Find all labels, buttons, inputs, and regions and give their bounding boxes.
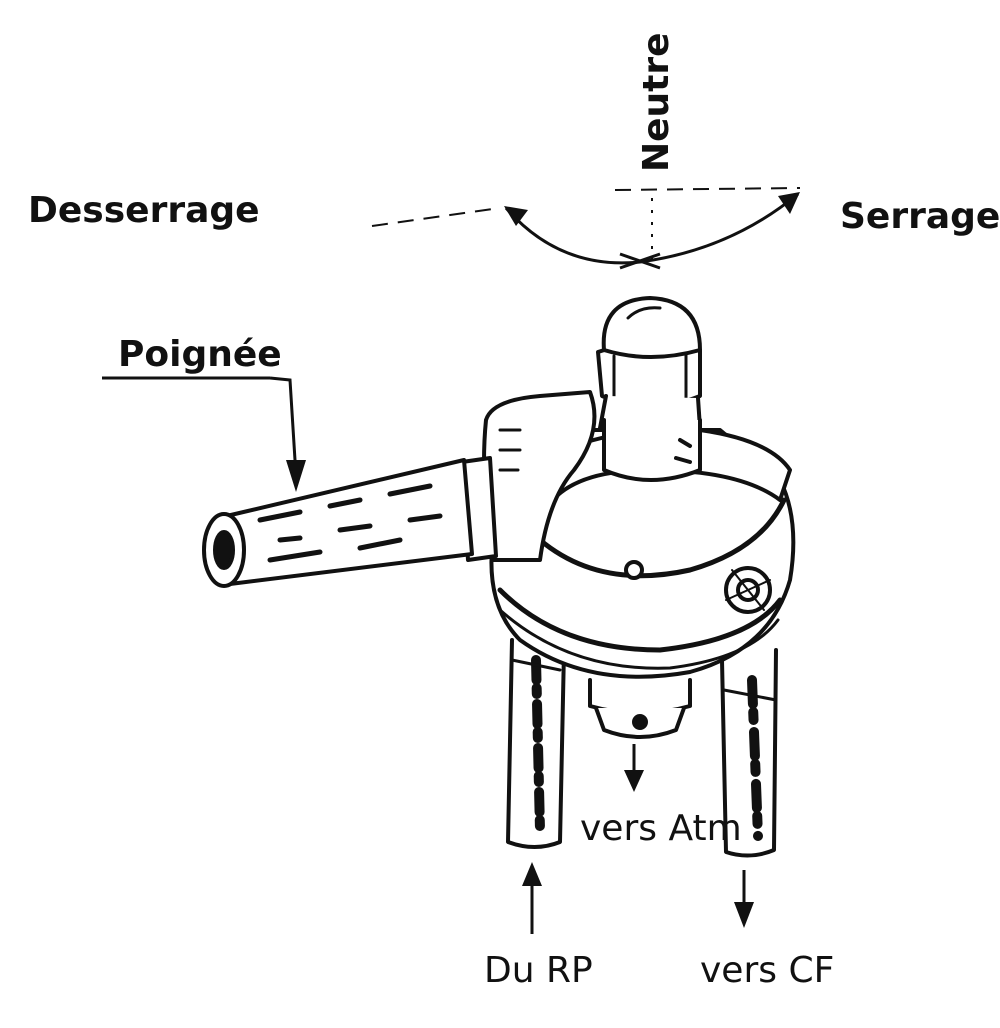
handle-pointer-line [269,376,298,477]
inlet-pipe [506,638,566,849]
cf-arrowhead [734,902,754,928]
cover-rim [537,497,787,579]
handle-label: Poignée [118,334,282,375]
valve-body [202,296,796,858]
handle-pointer-arrowhead [286,460,306,492]
handle-tube [202,458,474,588]
side-plug [724,566,772,614]
swing-arc [504,192,799,265]
top-dome-cap [601,296,702,359]
handle-callout: Poignée [102,334,306,492]
reference-dashed-line [371,187,801,227]
cover-rivet [624,560,644,580]
cf-label: vers CF [700,950,834,991]
outlet-pipe [720,648,778,858]
rp-label: Du RP [484,950,593,991]
stem-boss [602,418,702,482]
neutral-label: Neutre [636,32,677,172]
rotation-indicator: Desserrage Serrage Neutre [28,32,1000,270]
housing [489,428,796,679]
neutral-cross-mark [619,252,661,270]
rp-arrowhead [522,862,542,886]
release-arrowhead [504,206,528,226]
apply-label: Serrage [840,196,1000,237]
exhaust-nut [588,678,692,739]
housing-band [497,587,783,653]
release-label: Desserrage [28,190,260,231]
atm-label: vers Atm [580,808,742,849]
port-annotations: vers Atm Du RP vers CF [484,744,834,991]
atm-arrowhead [624,770,644,792]
apply-arrowhead [778,192,800,214]
